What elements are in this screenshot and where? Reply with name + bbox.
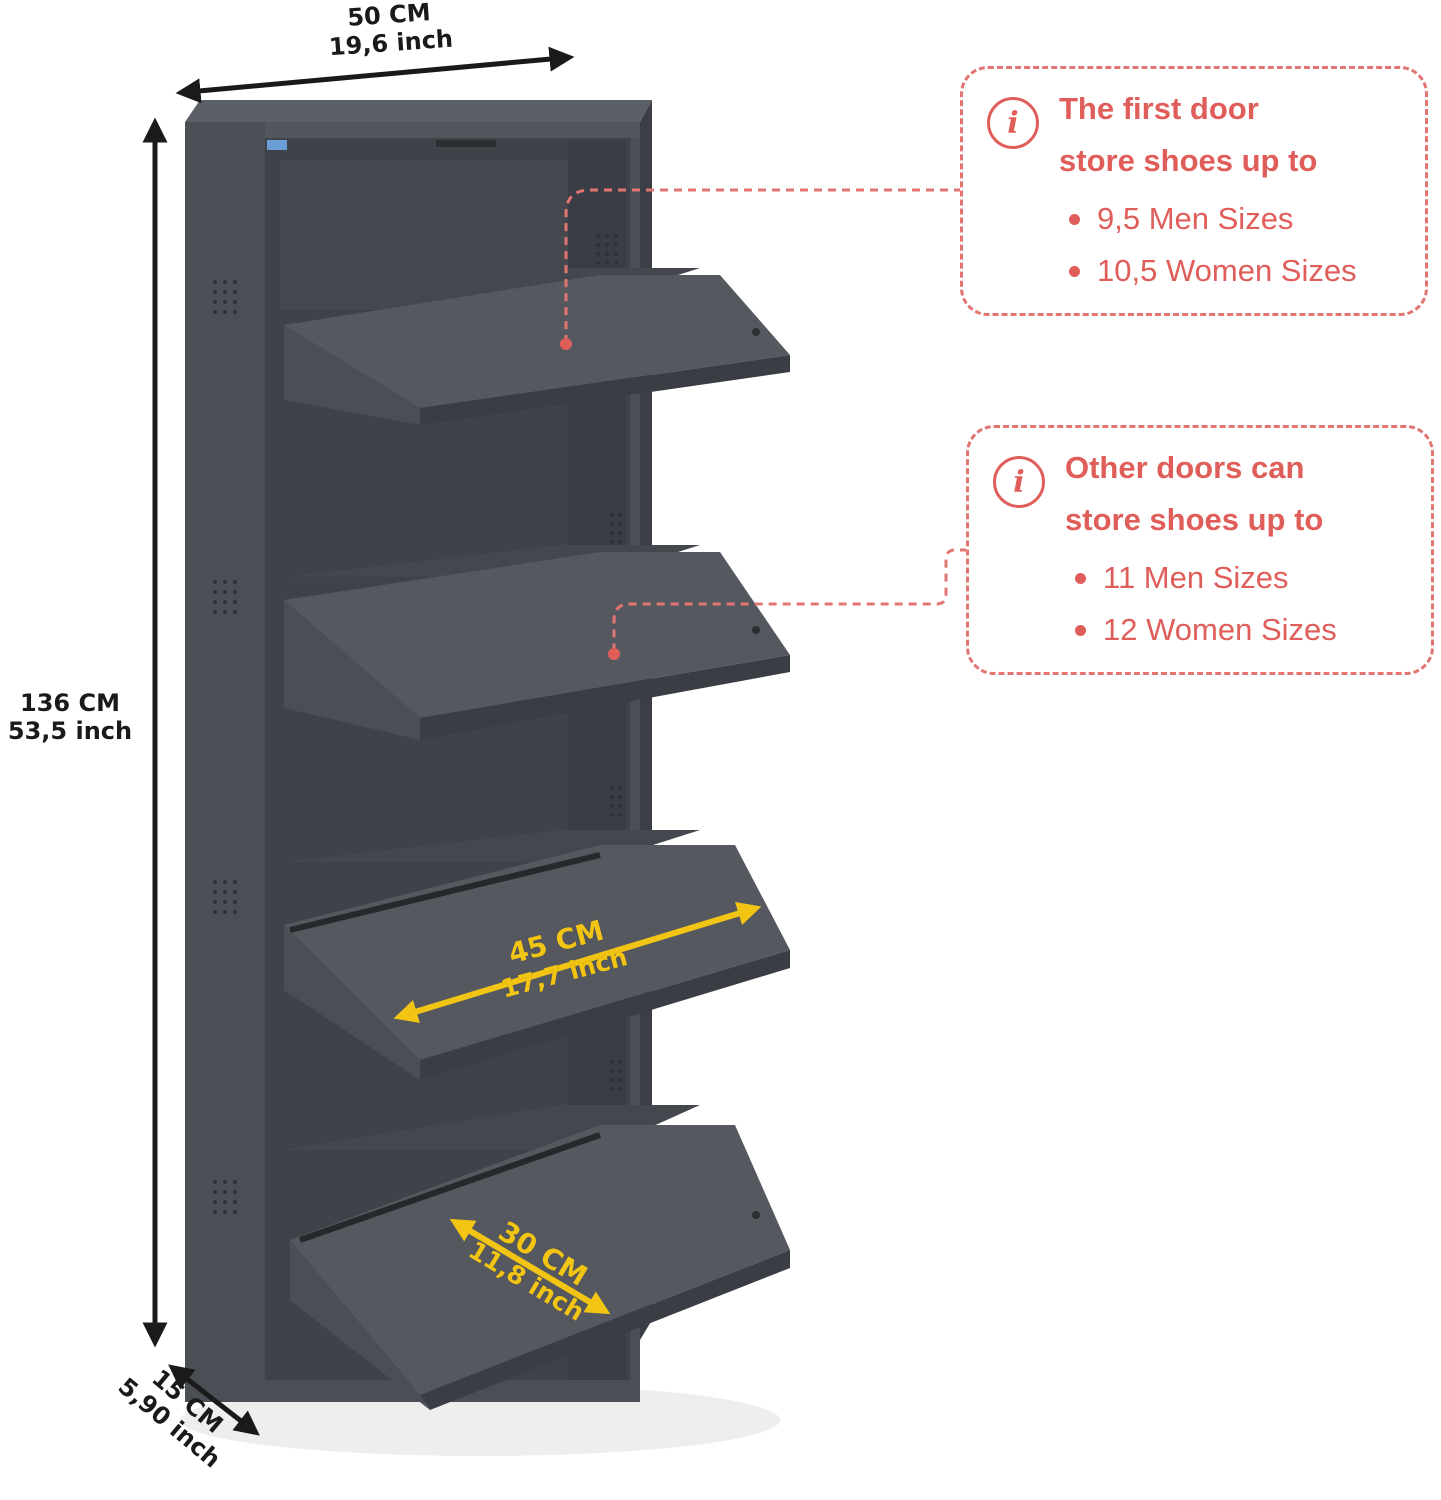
drawer-width-arrow — [393, 902, 762, 1023]
height-inch: 53,5 inch — [7, 716, 133, 745]
size-list-item: 9,5 Men Sizes — [1067, 193, 1357, 245]
size-list: 11 Men Sizes 12 Women Sizes — [1073, 552, 1337, 656]
side-vents — [213, 234, 622, 1214]
size-list-item: 12 Women Sizes — [1073, 604, 1337, 656]
leader-line-1 — [564, 188, 962, 345]
drawer-2 — [282, 545, 790, 740]
width-arrow — [175, 46, 575, 104]
callout-title-line: The first door — [1059, 91, 1259, 126]
callout-title-line: Other doors can — [1065, 450, 1305, 485]
depth-arrow — [168, 1364, 260, 1436]
brand-logo — [267, 140, 287, 150]
callout-title: Other doors can store shoes up to — [1065, 442, 1323, 546]
leader-dot-1 — [560, 338, 572, 350]
leader-line-2 — [612, 548, 968, 655]
leader-dot-2 — [608, 648, 620, 660]
callout-title: The first door store shoes up to — [1059, 83, 1317, 187]
info-icon: i — [993, 456, 1045, 508]
callout-title-line: store shoes up to — [1059, 143, 1318, 178]
callout-title-line: store shoes up to — [1065, 502, 1324, 537]
info-icon: i — [987, 97, 1039, 149]
other-doors-callout: i Other doors can store shoes up to 11 M… — [966, 425, 1434, 675]
height-dimension-label: 136 CM 53,5 inch — [0, 689, 140, 745]
drawer-depth-arrow — [449, 1218, 611, 1315]
first-door-callout: i The first door store shoes up to 9,5 M… — [960, 66, 1428, 316]
height-cm: 136 CM — [20, 689, 120, 717]
size-list: 9,5 Men Sizes 10,5 Women Sizes — [1067, 193, 1357, 297]
size-list-item: 10,5 Women Sizes — [1067, 245, 1357, 297]
size-list-item: 11 Men Sizes — [1073, 552, 1337, 604]
drawer-1 — [282, 268, 790, 425]
